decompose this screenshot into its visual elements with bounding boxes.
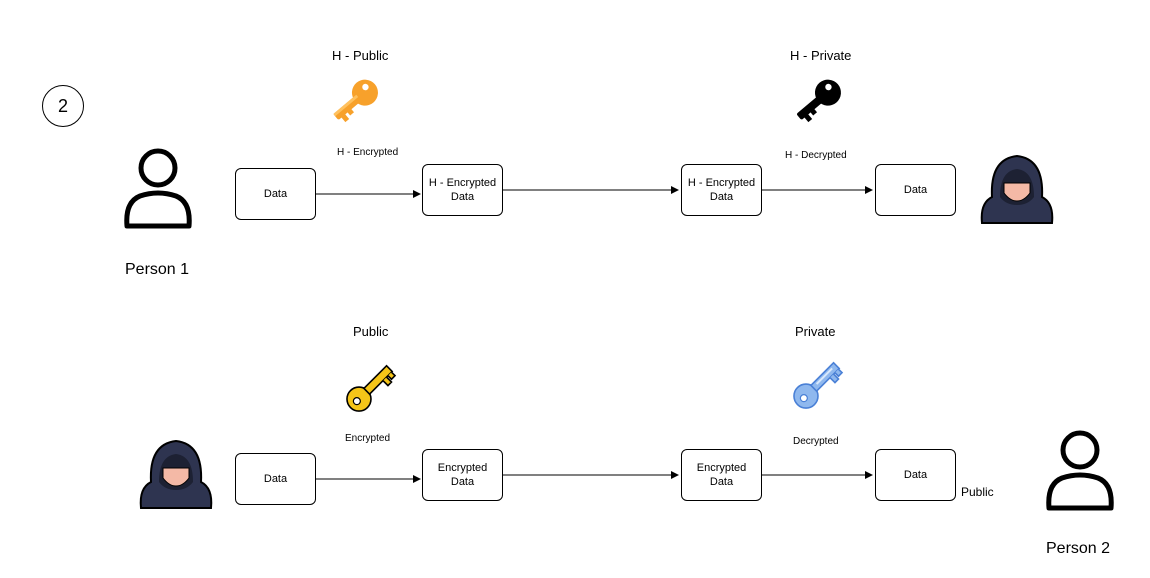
- key-orange-icon: [333, 79, 378, 123]
- hooded-hacker-icon: [139, 439, 213, 509]
- key-blue-icon: [793, 361, 844, 409]
- row2-side-label: Public: [961, 485, 994, 499]
- row1-node-data-1: Data: [235, 168, 316, 220]
- row1-key-left-title: H - Public: [332, 48, 389, 63]
- hooded-hacker-icon: [980, 154, 1054, 224]
- row1-node-encrypted-1: H - Encrypted Data: [422, 164, 503, 216]
- row1-edge-left-label: H - Encrypted: [337, 147, 399, 158]
- person-1-label: Person 1: [125, 261, 190, 278]
- row2-node-encrypted-2: Encrypted Data: [681, 449, 762, 501]
- key-yellow-icon: [346, 364, 397, 412]
- person-outline-icon: [124, 148, 192, 229]
- row1-node-data-2: Data: [875, 164, 956, 216]
- row2-key-left-title: Public: [353, 324, 389, 339]
- row2-node-data-2: Data: [875, 449, 956, 501]
- row1-edge-right-label: H - Decrypted: [785, 150, 847, 161]
- row2-node-encrypted-1: Encrypted Data: [422, 449, 503, 501]
- row1-key-right-title: H - Private: [790, 48, 852, 63]
- row2-key-right-title: Private: [795, 324, 836, 339]
- row2-edge-left-label: Encrypted: [345, 433, 391, 444]
- row2-edge-right-label: Decrypted: [793, 436, 839, 447]
- row2-node-data-1: Data: [235, 453, 316, 505]
- step-number-badge: 2: [42, 85, 84, 127]
- row1-node-encrypted-2: H - Encrypted Data: [681, 164, 762, 216]
- key-black-icon: [797, 79, 841, 123]
- person-outline-icon: [1046, 430, 1114, 511]
- person-2-label: Person 2: [1046, 540, 1111, 557]
